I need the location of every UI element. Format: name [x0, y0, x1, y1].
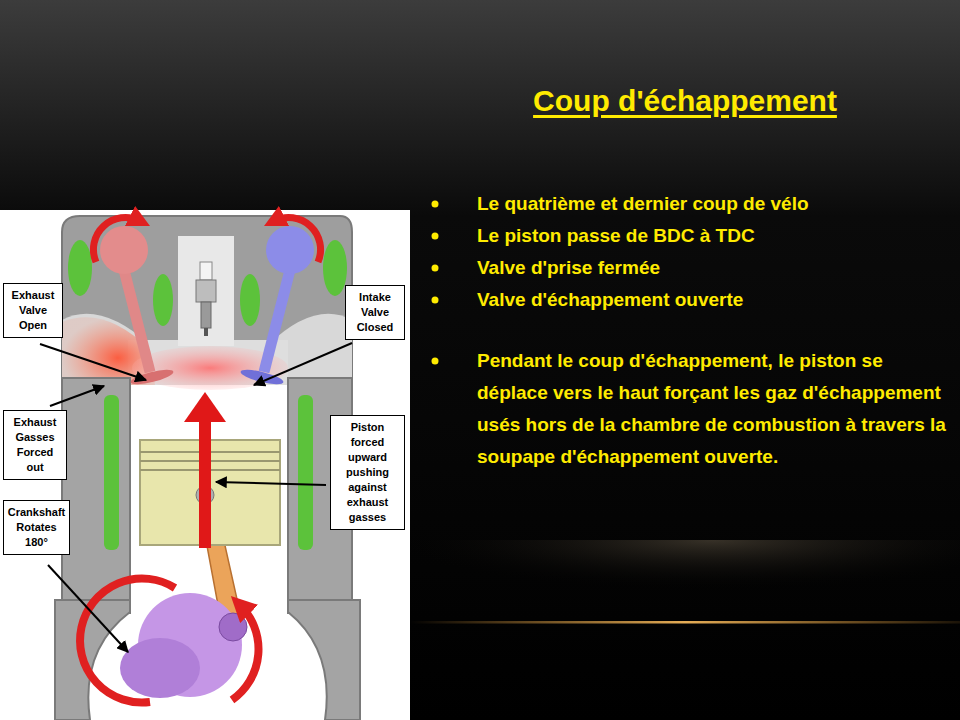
intake-valve	[266, 226, 314, 274]
spark-plug	[196, 262, 216, 336]
exhaust-valve	[100, 226, 148, 274]
cylinder-block	[104, 395, 119, 550]
background	[410, 540, 960, 625]
callout-box: Piston forced upward pushing against exh…	[330, 415, 405, 530]
cam-rotation-arrow	[93, 218, 140, 262]
spark-plug	[201, 302, 211, 328]
bullet-dot	[432, 265, 439, 272]
piston-motion-arrow	[184, 392, 226, 422]
leader-line	[40, 343, 352, 652]
crankshaft	[80, 579, 258, 703]
exhaust-valve	[122, 262, 150, 372]
callout-text: Crankshaft Rotates 180°	[7, 505, 66, 550]
leader-line	[50, 386, 104, 406]
white-panel	[0, 210, 410, 720]
water-jacket	[240, 274, 260, 326]
water-jacket	[298, 395, 313, 550]
callout-box: Crankshaft Rotates 180°	[3, 500, 70, 555]
water-jacket	[323, 240, 347, 296]
bullet-text: Valve d'échappement ouverte	[477, 284, 947, 316]
piston-motion-arrow	[199, 420, 211, 548]
cylinder-block	[55, 378, 360, 720]
exhaust-valve	[100, 226, 175, 387]
spark-plug	[204, 328, 208, 336]
cylinder-block	[62, 378, 130, 613]
bullet-dot	[432, 201, 439, 208]
crankshaft	[232, 605, 258, 700]
callout-box: Exhaust Gasses Forced out	[3, 410, 67, 480]
bullet-text: Valve d'prise fermée	[477, 252, 947, 284]
piston-motion-arrow	[184, 392, 226, 548]
cylinder-block	[288, 600, 360, 720]
water-jacket	[153, 274, 173, 326]
bullet-text: Le piston passe de BDC à TDC	[477, 220, 947, 252]
cylinder-head	[178, 236, 234, 346]
crankshaft	[219, 613, 247, 641]
cylinder-block	[298, 395, 313, 550]
spark-plug	[200, 262, 212, 280]
water-jacket	[104, 395, 119, 550]
leader-line	[254, 343, 352, 385]
leader-line	[216, 482, 326, 485]
leader-line	[48, 565, 128, 652]
bullet-text: Pendant le coup d'échappement, le piston…	[477, 345, 947, 473]
callout-text: Intake Valve Closed	[349, 290, 401, 335]
slide-title: Coup d'échappement	[440, 84, 930, 118]
white-panel	[0, 210, 410, 720]
leader-line	[40, 344, 146, 380]
cam-rotation-arrow	[274, 218, 321, 262]
intake-valve	[239, 367, 284, 387]
spark-plug	[196, 280, 216, 302]
bullet-dot	[432, 297, 439, 304]
callout-box: Intake Valve Closed	[345, 285, 405, 340]
bullet-text: Le quatrième et dernier coup de vélo	[477, 188, 947, 220]
background	[410, 621, 960, 624]
callout-box: Exhaust Valve Open	[3, 283, 63, 338]
bullet-dot	[432, 358, 439, 365]
bullet-dot	[432, 233, 439, 240]
cam-rotation-arrow	[93, 218, 320, 262]
crankshaft	[80, 579, 175, 703]
water-jacket	[68, 240, 92, 296]
crankshaft	[120, 638, 200, 698]
callout-text: Exhaust Gasses Forced out	[7, 415, 63, 475]
intake-valve	[264, 262, 292, 372]
callout-text: Piston forced upward pushing against exh…	[334, 420, 401, 525]
callout-text: Exhaust Valve Open	[7, 288, 59, 333]
